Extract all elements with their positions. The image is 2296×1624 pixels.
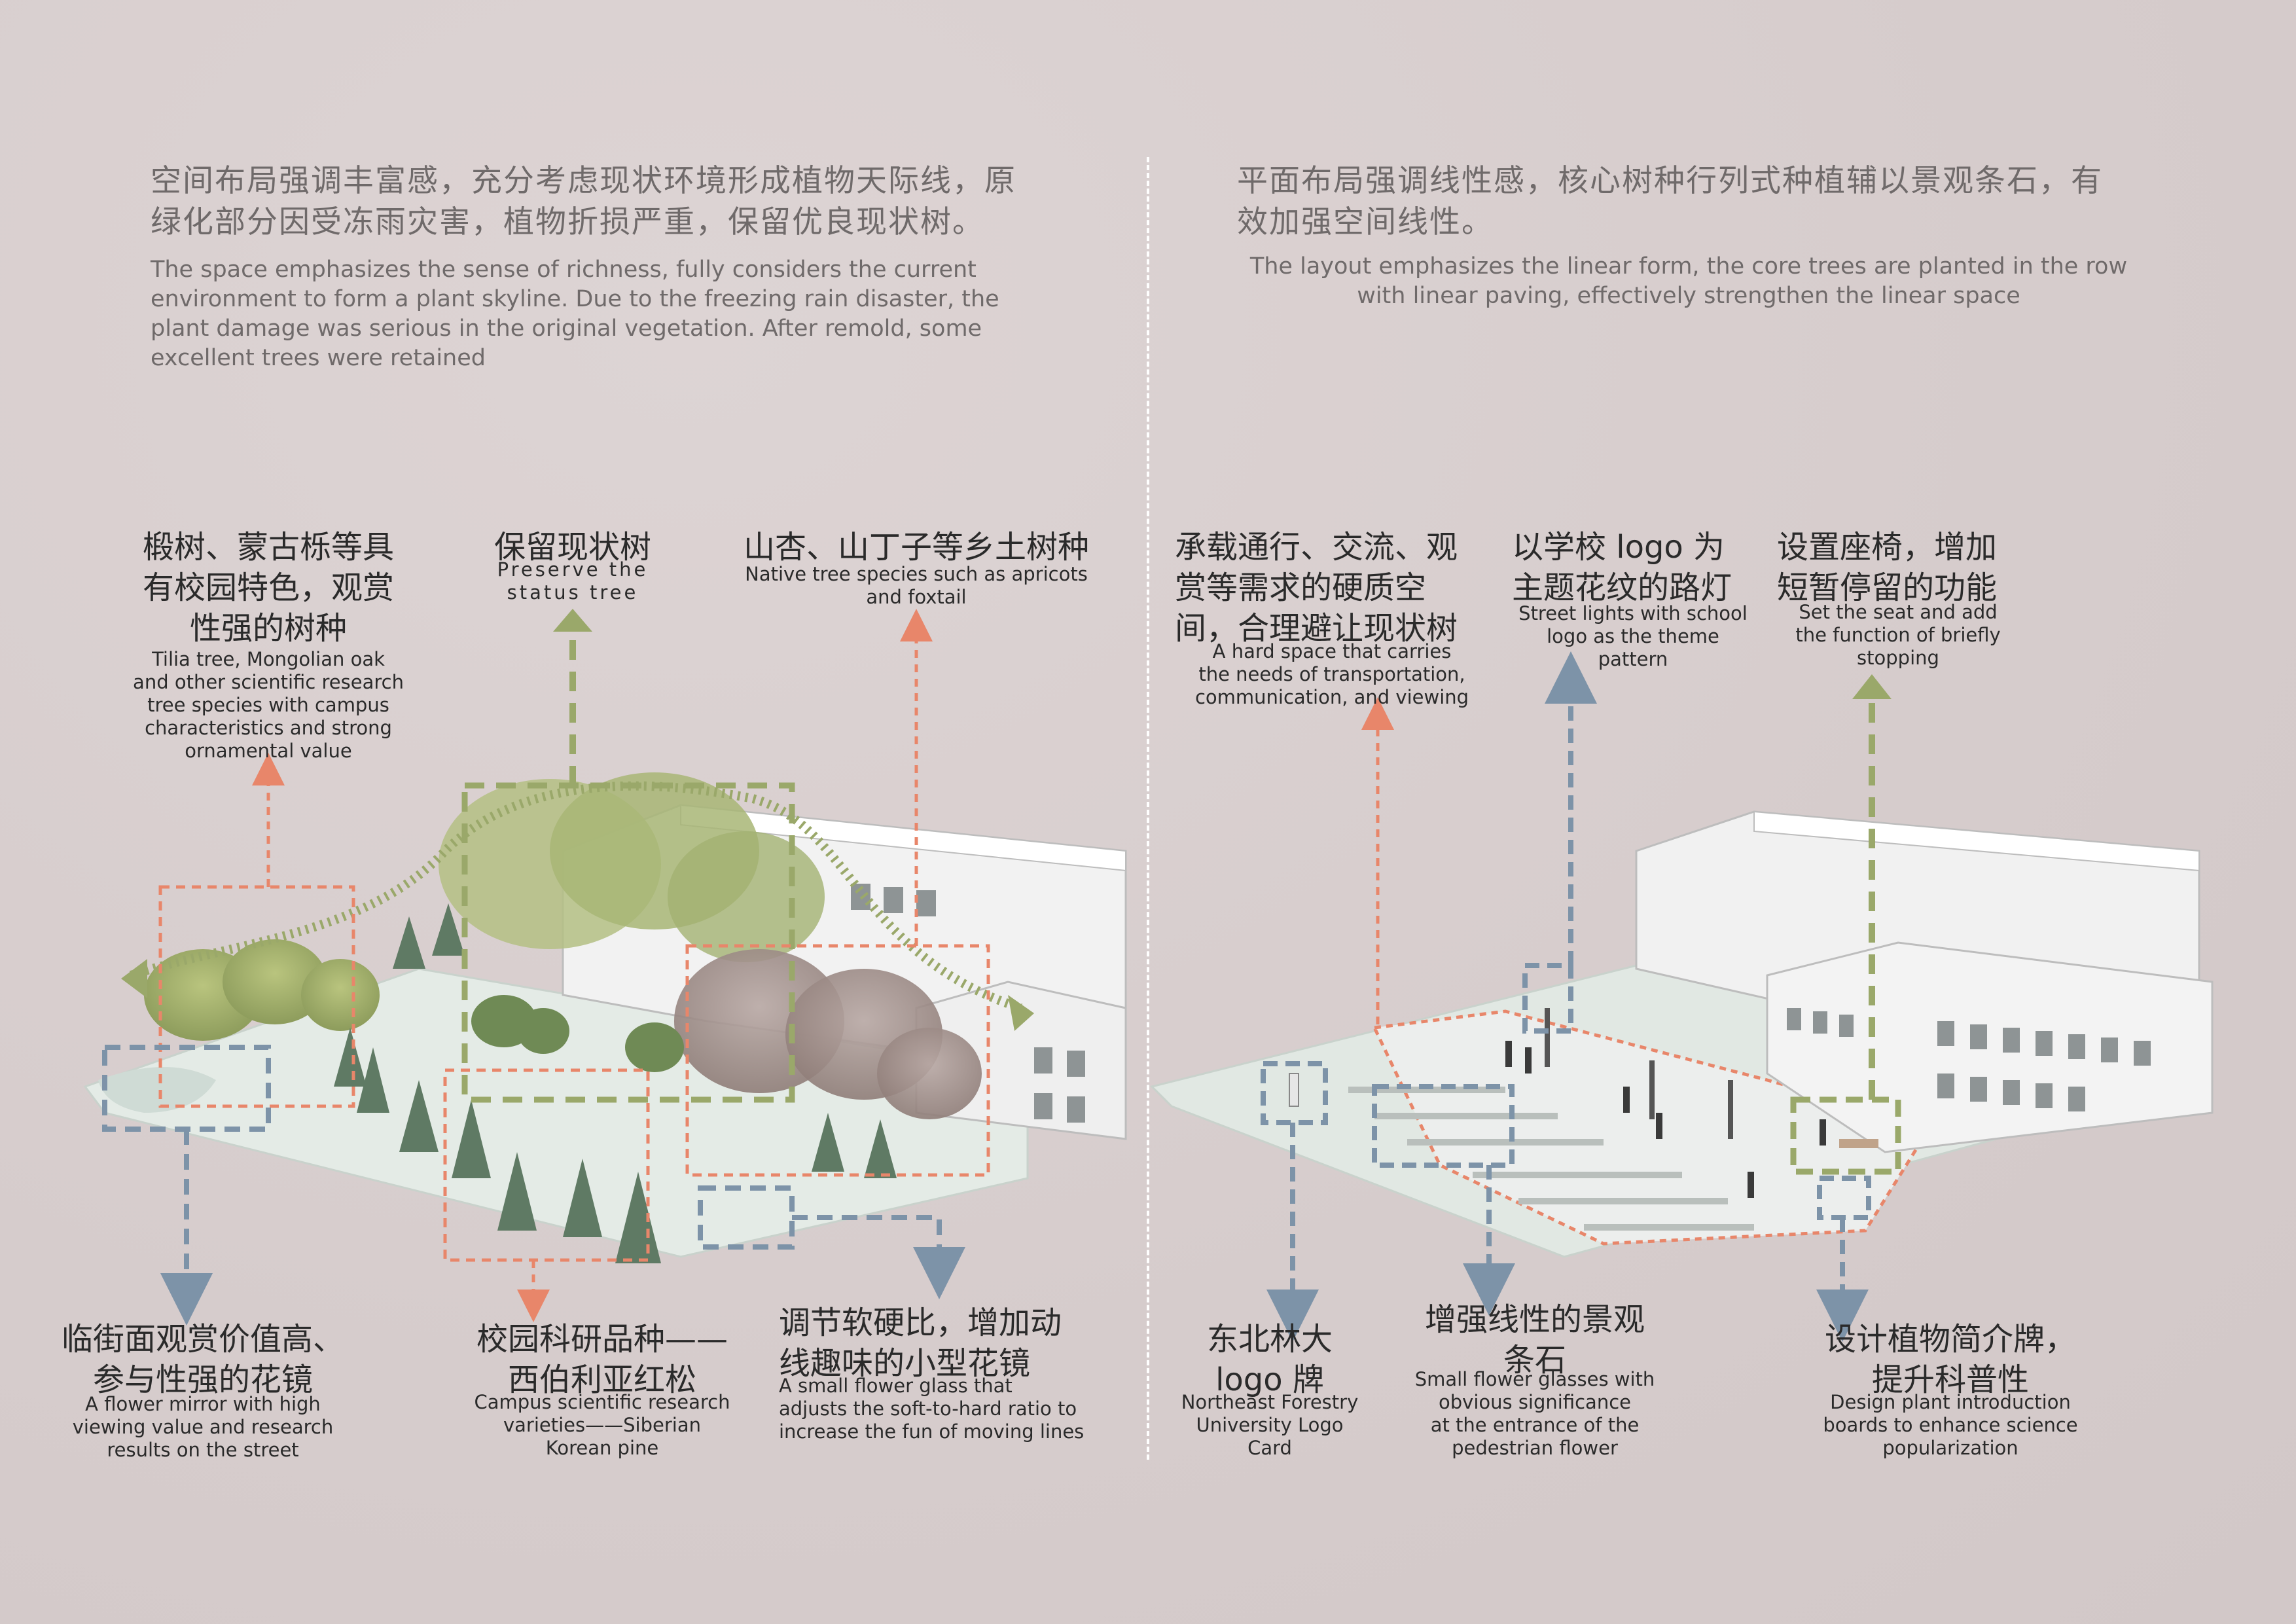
- left-conifer-group: [334, 903, 897, 1263]
- right-street-lamps: [1545, 1008, 1733, 1139]
- label-native-cn: 山杏、山丁子等乡土树种: [743, 529, 1089, 566]
- right-intro-en: The layout emphasizes the linear form, t…: [1249, 253, 2128, 309]
- label-stones-en: Small flower glasses with obvious signif…: [1414, 1368, 1655, 1459]
- left-box-preserve: [461, 782, 795, 1103]
- left-box-native: [685, 944, 990, 1177]
- panel-divider: [1147, 157, 1149, 1460]
- left-skyline-arrow-end: [1008, 995, 1034, 1031]
- label-plant-board-en: Design plant introduction boards to enha…: [1823, 1391, 2078, 1459]
- label-hard-space-cn: 承载通行、交流、观 赏等需求的硬质空 间，合理避让现状树: [1175, 529, 1458, 647]
- left-site-model: [83, 609, 1127, 1326]
- left-skyline-curve: [129, 781, 1023, 1013]
- label-flower-mirror-en: A flower mirror with high viewing value …: [72, 1393, 334, 1461]
- right-box-stones: [1372, 1084, 1515, 1168]
- label-seat-cn: 设置座椅，增加 短暂停留的功能: [1777, 529, 1998, 606]
- label-lamp-cn: 以学校 logo 为 主题花纹的路灯: [1512, 529, 1732, 606]
- label-pine-cn: 校园科研品种—— 西伯利亚红松: [476, 1321, 728, 1398]
- label-seat-en: Set the seat and add the function of bri…: [1795, 601, 2001, 669]
- label-lamp-en: Street lights with school logo as the th…: [1518, 602, 1748, 670]
- label-logo-card-en: Northeast Forestry University Logo Card: [1181, 1391, 1359, 1459]
- left-tree-group-green: [144, 772, 825, 1041]
- right-box-seat: [1790, 1096, 1901, 1175]
- label-native-en: Native tree species such as apricots and…: [745, 563, 1088, 608]
- label-small-flower-cn: 调节软硬比，增加动 线趣味的小型花镜: [779, 1305, 1062, 1382]
- left-intro-cn: 空间布局强调丰富感，充分考虑现状环境形成植物天际线，原 绿化部分因受冻雨灾害，植…: [151, 163, 1016, 240]
- label-flower-mirror-cn: 临街面观赏价值高、 参与性强的花镜: [61, 1321, 344, 1398]
- right-linear-stones: [1348, 1087, 1754, 1231]
- left-tree-group-purple: [674, 949, 982, 1119]
- label-tilia-en: Tilia tree, Mongolian oak and other scie…: [133, 648, 404, 762]
- label-preserve-en: Preserve the status tree: [497, 558, 649, 604]
- right-people: [1505, 1041, 1826, 1198]
- label-small-flower-en: A small flower glass that adjusts the so…: [779, 1375, 1085, 1443]
- right-intro-cn: 平面布局强调线性感，核心树种行列式种植辅以景观条石，有 效加强空间线性。: [1237, 163, 2103, 240]
- left-skyline-arrow-start: [121, 959, 147, 998]
- label-tilia-cn: 椴树、蒙古栎等具 有校园特色，观赏 性强的树种: [142, 529, 394, 647]
- label-logo-card-cn: 东北林大 logo 牌: [1206, 1321, 1333, 1398]
- left-pond: [98, 1067, 216, 1113]
- right-box-lamp: [1522, 963, 1573, 1034]
- label-hard-space-en: A hard space that carries the needs of t…: [1194, 640, 1469, 708]
- left-box-tilia: [158, 885, 355, 1108]
- right-site-model: [1150, 651, 2214, 1342]
- label-preserve-cn: 保留现状树: [493, 529, 651, 566]
- left-intro-en: The space emphasizes the sense of richne…: [151, 257, 999, 371]
- label-stones-cn: 增强线性的景观 条石: [1424, 1301, 1645, 1379]
- label-pine-en: Campus scientific research varieties——Si…: [474, 1391, 730, 1459]
- right-box-logo: [1261, 1061, 1328, 1125]
- right-bench: [1839, 1139, 1878, 1148]
- right-logo-card: [1289, 1073, 1299, 1107]
- label-plant-board-cn: 设计植物简介牌， 提升科普性: [1824, 1321, 2076, 1398]
- left-box-pine: [443, 1068, 650, 1262]
- left-leader-small-flower: [792, 1215, 965, 1299]
